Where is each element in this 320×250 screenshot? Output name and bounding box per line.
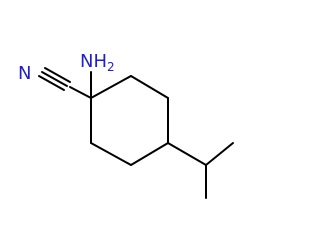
- nitrile-triple-bond-b: [41, 71, 68, 87]
- ring-bond-c1-c2: [90, 75, 132, 99]
- isopropyl-bond-ring: [167, 142, 207, 166]
- nitrile-nitrogen-label: N: [18, 63, 31, 84]
- ring-bond-c2-c3: [130, 75, 169, 99]
- nitrile-single-bond: [69, 86, 92, 99]
- amino-symbol: NH: [80, 51, 107, 72]
- ring-bond-c5-c6: [90, 142, 132, 166]
- structure-canvas: NH2 N: [18, 51, 234, 199]
- isopropyl-bond-methyl-up: [205, 142, 234, 166]
- molecule-structure: NH2 N: [18, 51, 234, 199]
- ring-bond-c4-c5: [130, 142, 169, 166]
- nitrile-triple-bond-a: [44, 67, 71, 83]
- amino-label: NH2: [80, 51, 115, 74]
- amino-subscript: 2: [107, 60, 115, 74]
- nitrile-triple-bond-c: [38, 75, 65, 91]
